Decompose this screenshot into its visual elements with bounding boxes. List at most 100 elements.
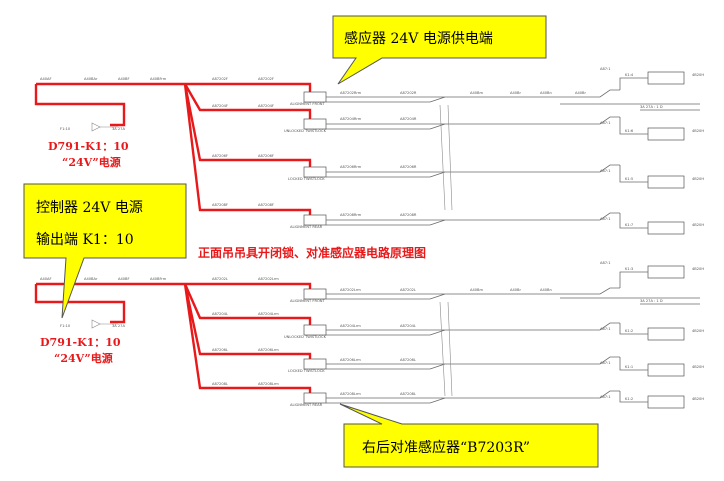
svg-text:A87:1: A87:1 xyxy=(600,261,611,265)
svg-text:3A 27A : 1 D: 3A 27A : 1 D xyxy=(640,105,663,109)
upper-supply-wire xyxy=(34,82,312,218)
controller-block-upper-2 xyxy=(647,127,685,141)
svg-text:A87208Rrm: A87208Rrm xyxy=(340,213,362,217)
sensor-box-upper-4 xyxy=(303,214,327,226)
svg-text:A87208Lrm: A87208Lrm xyxy=(258,382,279,386)
controller-block-lower-1 xyxy=(647,265,685,279)
svg-text:K1:3: K1:3 xyxy=(625,267,633,271)
svg-text:A87:1: A87:1 xyxy=(600,361,611,365)
svg-text:A87206R: A87206R xyxy=(400,165,417,169)
svg-text:4B20H: 4B20H xyxy=(692,129,704,133)
svg-text:A40Bm: A40Bm xyxy=(470,288,483,292)
callout-top-text: 感应器 24V 电源供电端 xyxy=(344,30,493,47)
svg-text:ALIGNMENT REAR: ALIGNMENT REAR xyxy=(290,225,323,229)
callout-left-text-line2: 输出端 K1：10 xyxy=(36,232,134,248)
svg-text:A87:1: A87:1 xyxy=(600,121,611,125)
svg-text:4B20H: 4B20H xyxy=(692,177,704,181)
svg-text:A87208F: A87208F xyxy=(258,203,274,207)
svg-text:A40Bn: A40Bn xyxy=(540,91,552,95)
svg-text:A87206Lrm: A87206Lrm xyxy=(258,348,279,352)
svg-text:A40BFrm: A40BFrm xyxy=(150,277,167,281)
svg-text:A87206L: A87206L xyxy=(400,358,416,362)
lower-circuit: A40AF A40BAr A40BF A40BFrm A87202L A8720… xyxy=(34,261,704,409)
svg-text:UNLOCKED TWISTLOCK: UNLOCKED TWISTLOCK xyxy=(284,335,327,339)
svg-text:4B20H: 4B20H xyxy=(692,267,704,271)
svg-text:A87208L: A87208L xyxy=(212,382,228,386)
lower-terminal-symbol xyxy=(91,319,101,329)
svg-text:4B20H: 4B20H xyxy=(692,73,704,77)
upper-source-label-line1: D791-K1：10 xyxy=(48,140,129,153)
upper-output-wires xyxy=(326,89,700,226)
svg-text:A40BAr: A40BAr xyxy=(84,77,98,81)
controller-block-upper-3 xyxy=(647,175,685,189)
callout-bottom-text: 右后对准感应器“B7203R” xyxy=(362,439,530,456)
svg-text:A87:1: A87:1 xyxy=(600,67,611,71)
upper-source-label-line2: “24V”电源 xyxy=(62,155,121,169)
svg-text:A87206F: A87206F xyxy=(212,154,228,158)
sensor-box-upper-1 xyxy=(303,91,327,103)
svg-text:A87202Lrm: A87202Lrm xyxy=(340,288,361,292)
svg-text:A87204F: A87204F xyxy=(258,104,274,108)
controller-block-upper-1 xyxy=(647,71,685,85)
svg-text:F1:10: F1:10 xyxy=(60,324,71,328)
svg-text:A87208L: A87208L xyxy=(400,392,416,396)
svg-text:A87206L: A87206L xyxy=(212,348,228,352)
svg-text:ALIGNMENT FRONT: ALIGNMENT FRONT xyxy=(290,102,325,106)
controller-block-lower-3 xyxy=(647,363,685,377)
callout-left: 控制器 24V 电源 输出端 K1：10 xyxy=(23,183,187,319)
svg-text:A87208F: A87208F xyxy=(212,203,228,207)
svg-text:A87206F: A87206F xyxy=(258,154,274,158)
svg-text:K1:5: K1:5 xyxy=(625,177,633,181)
svg-text:A87202L: A87202L xyxy=(212,277,228,281)
svg-text:A87:1: A87:1 xyxy=(600,327,611,331)
svg-text:A87208R: A87208R xyxy=(400,213,417,217)
svg-text:A87:1: A87:1 xyxy=(600,169,611,173)
svg-text:A87202R: A87202R xyxy=(400,91,417,95)
svg-text:LOCKED TWISTLOCK: LOCKED TWISTLOCK xyxy=(288,369,325,373)
svg-text:A87:1: A87:1 xyxy=(600,395,611,399)
lower-source-label-line2: “24V”电源 xyxy=(54,351,113,365)
svg-text:K1:1: K1:1 xyxy=(625,365,633,369)
lower-output-wires xyxy=(326,287,700,404)
svg-text:4B20H: 4B20H xyxy=(692,365,704,369)
svg-text:A87204F: A87204F xyxy=(212,104,228,108)
lower-source-label-line1: D791-K1：10 xyxy=(40,336,121,349)
svg-text:K1:7: K1:7 xyxy=(625,223,633,227)
svg-text:3A 27A : 1 D: 3A 27A : 1 D xyxy=(640,299,663,303)
callout-top: 感应器 24V 电源供电端 xyxy=(332,15,547,85)
controller-block-lower-4 xyxy=(647,395,685,409)
svg-text:F1:10: F1:10 xyxy=(60,127,71,131)
sensor-box-upper-2 xyxy=(303,118,327,130)
svg-text:4B20H: 4B20H xyxy=(692,329,704,333)
svg-text:A87204L: A87204L xyxy=(400,324,416,328)
svg-text:A40Br: A40Br xyxy=(510,288,521,292)
sensor-box-lower-4 xyxy=(303,392,327,404)
svg-text:A87202F: A87202F xyxy=(258,77,274,81)
lower-supply-wire xyxy=(34,282,312,396)
svg-text:A87202Lrm: A87202Lrm xyxy=(258,277,279,281)
svg-text:K1:6: K1:6 xyxy=(625,129,634,133)
svg-text:A87204Lrm: A87204Lrm xyxy=(340,324,361,328)
diagram-title: 正面吊吊具开闭锁、对准感应器电路原理图 xyxy=(198,245,426,260)
controller-block-lower-2 xyxy=(647,327,685,341)
svg-text:A87206Lrm: A87206Lrm xyxy=(340,358,361,362)
svg-text:ALIGNMENT REAR: ALIGNMENT REAR xyxy=(290,403,323,407)
svg-text:A87204L: A87204L xyxy=(212,312,228,316)
controller-block-upper-4 xyxy=(647,221,685,235)
svg-text:A87202Rrm: A87202Rrm xyxy=(340,91,362,95)
svg-text:A40AF: A40AF xyxy=(40,77,52,81)
svg-text:3A 27A: 3A 27A xyxy=(112,324,125,328)
sensor-box-lower-2 xyxy=(303,324,327,336)
svg-text:A40Br: A40Br xyxy=(575,91,586,95)
svg-text:A87:1: A87:1 xyxy=(600,217,611,221)
svg-text:A40Br: A40Br xyxy=(510,91,521,95)
svg-text:A87202L: A87202L xyxy=(400,288,416,292)
callout-left-text-line1: 控制器 24V 电源 xyxy=(36,200,143,216)
svg-text:4B20H: 4B20H xyxy=(692,223,704,227)
sensor-box-lower-1 xyxy=(303,288,327,300)
svg-text:A87204Rrm: A87204Rrm xyxy=(340,117,362,121)
svg-text:A87208Lrm: A87208Lrm xyxy=(340,392,361,396)
svg-text:K1:2: K1:2 xyxy=(625,329,633,333)
